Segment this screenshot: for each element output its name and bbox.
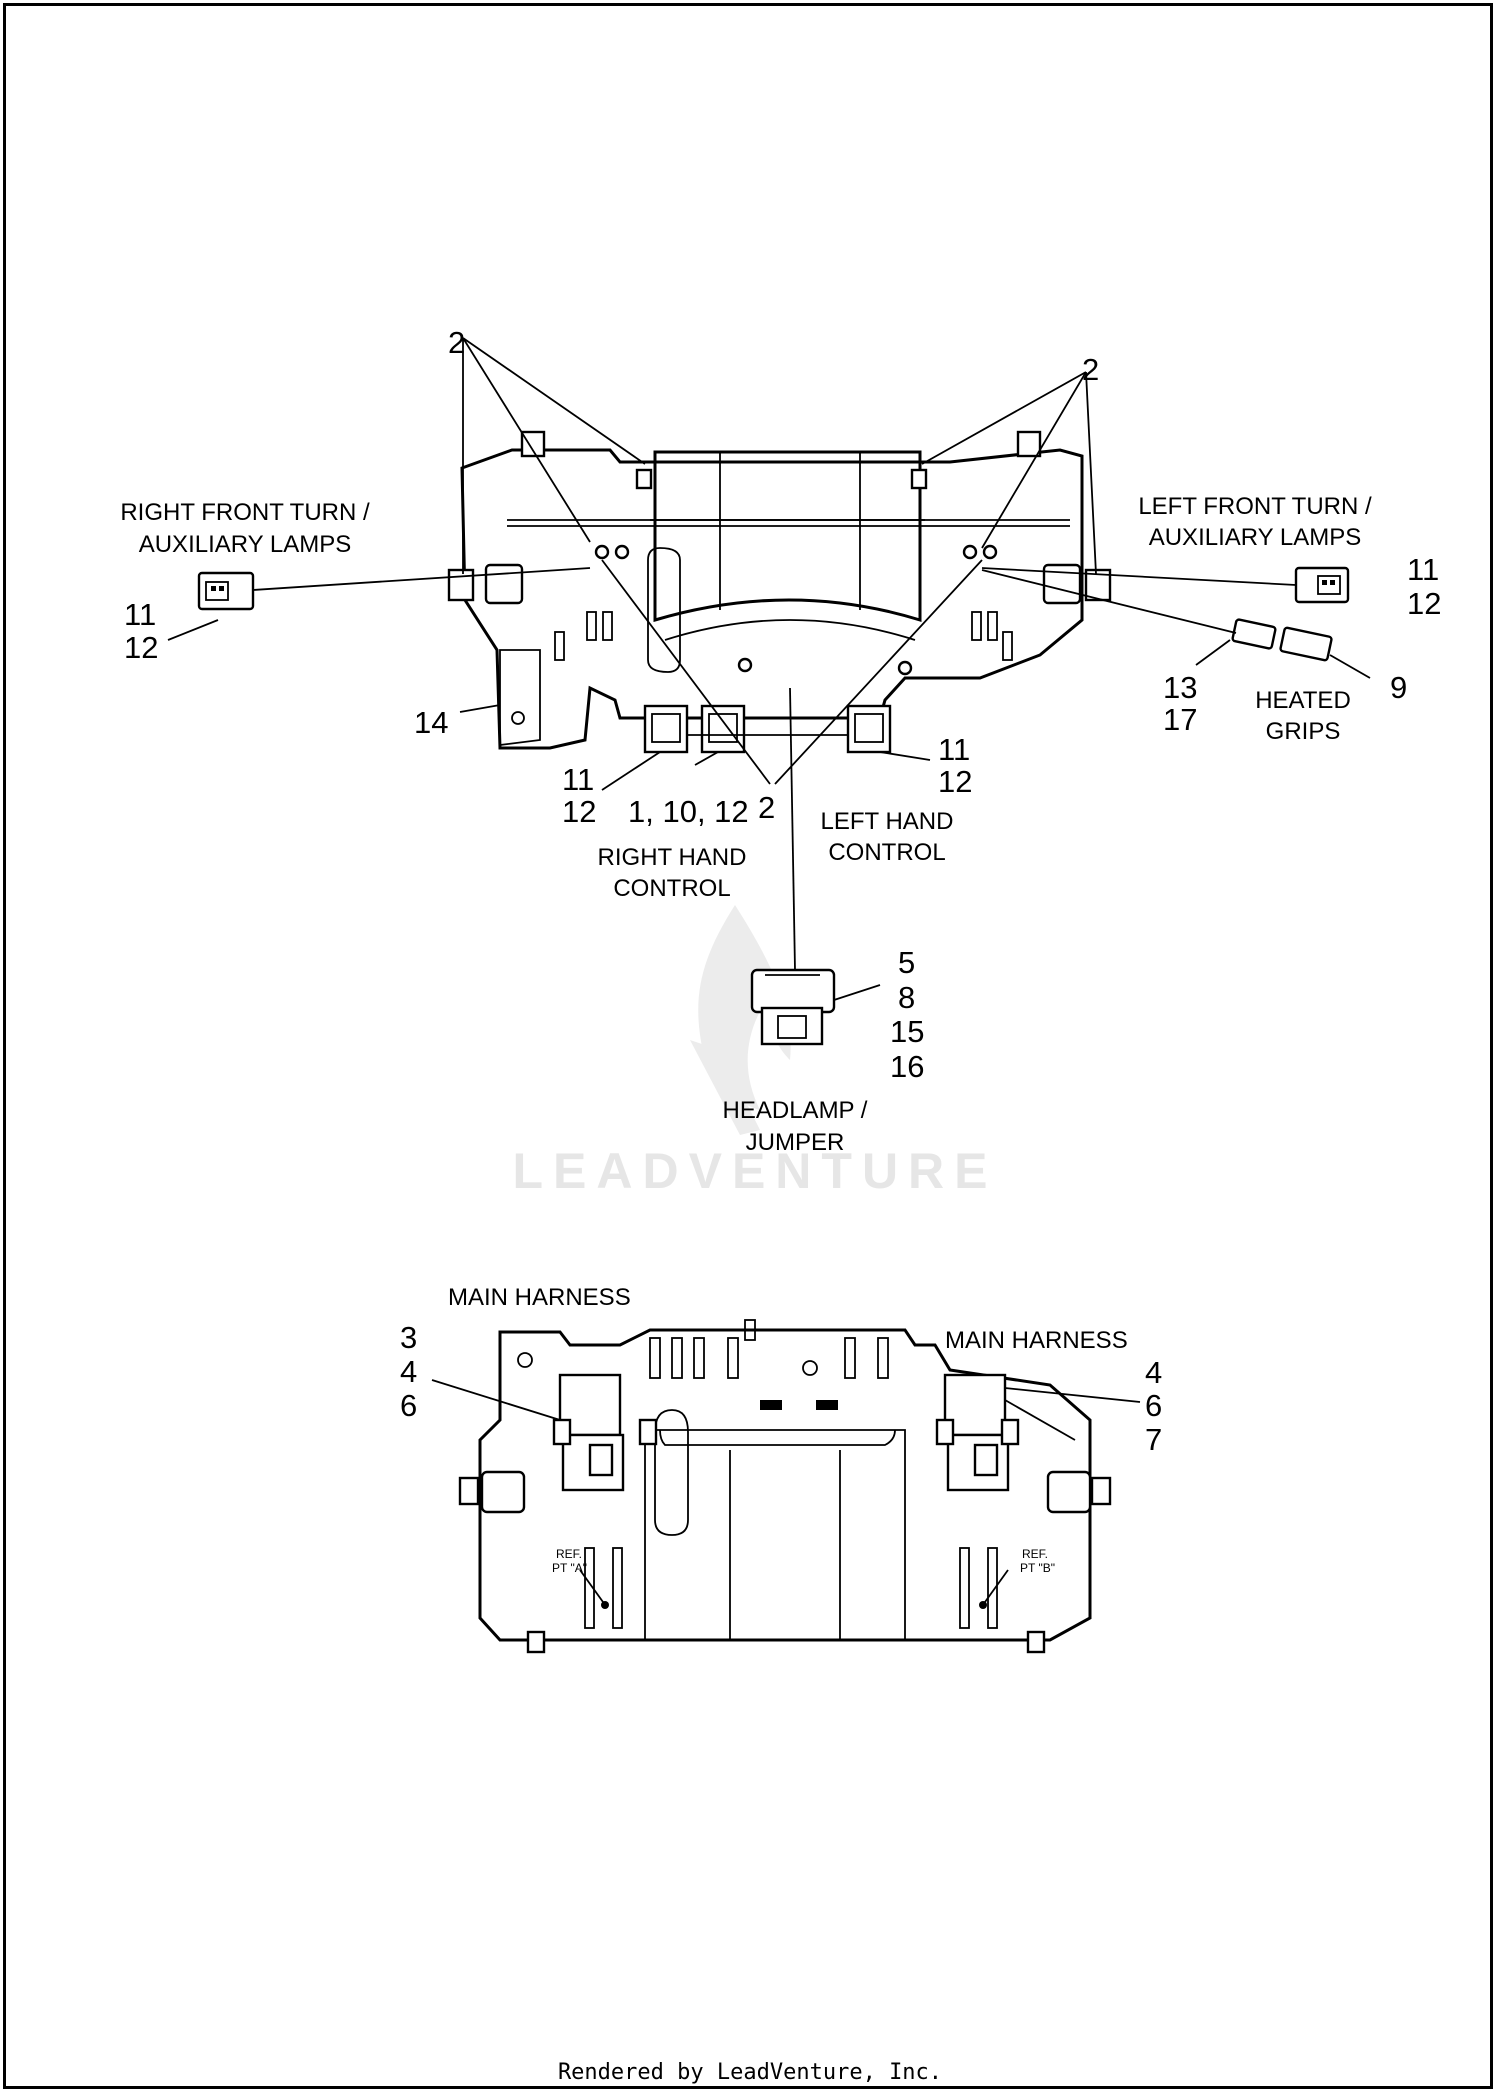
headlamp-jumper-connector	[750, 968, 836, 1046]
right-front-turn-connector	[197, 571, 255, 611]
label-headlamp-2: JUMPER	[746, 1129, 845, 1156]
label-11-right-front: 11	[124, 597, 156, 632]
label-12-left-front: 12	[1407, 586, 1441, 621]
label-heated-1: HEATED	[1255, 687, 1351, 714]
label-2-top-left: 2	[448, 325, 465, 360]
label-1-10-12: 1, 10, 12	[628, 794, 749, 829]
label-13: 13	[1163, 670, 1197, 705]
label-right-front-turn-2: AUXILIARY LAMPS	[139, 531, 352, 558]
heated-grips-connectors	[1231, 618, 1333, 662]
label-12-right-front: 12	[124, 630, 158, 665]
label-11-rhc: 11	[562, 762, 594, 797]
label-2-top-right: 2	[1082, 352, 1099, 387]
label-ref-a-2: PT "A"	[552, 1561, 587, 1575]
label-main-harness-left: MAIN HARNESS	[448, 1284, 631, 1311]
label-heated-2: GRIPS	[1266, 718, 1341, 745]
page-frame	[3, 3, 1493, 2089]
leadventure-watermark: LEADVENTURE	[512, 905, 997, 1199]
label-16: 16	[890, 1049, 924, 1084]
watermark-text: LEADVENTURE	[512, 1143, 997, 1199]
label-14: 14	[414, 705, 448, 740]
label-6-bottom-left: 6	[400, 1388, 417, 1423]
label-8: 8	[898, 980, 915, 1015]
leader-lines-bottom	[431, 1379, 1141, 1603]
label-12-rhc: 12	[562, 794, 596, 829]
part-labels: 2 2 RIGHT FRONT TURN / AUXILIARY LAMPS L…	[120, 325, 1441, 1575]
label-ref-b-2: PT "B"	[1020, 1561, 1055, 1575]
left-front-turn-connector	[1294, 566, 1350, 604]
label-4-bottom-right: 4	[1145, 1355, 1162, 1390]
label-main-harness-right: MAIN HARNESS	[945, 1327, 1128, 1354]
leader-lines-top	[167, 337, 1371, 1001]
label-left-hand-1: LEFT HAND	[821, 808, 954, 835]
label-left-front-turn-2: AUXILIARY LAMPS	[1149, 524, 1362, 551]
label-ref-b-1: REF.	[1022, 1547, 1048, 1561]
label-17: 17	[1163, 702, 1197, 737]
label-12-lhc: 12	[938, 764, 972, 799]
label-9: 9	[1390, 670, 1407, 705]
footer-credit: Rendered by LeadVenture, Inc.	[557, 2060, 943, 2085]
label-2-center: 2	[758, 790, 775, 825]
label-5: 5	[898, 945, 915, 980]
bottom-bracket-assembly	[458, 1319, 1112, 1654]
label-right-hand-2: CONTROL	[613, 875, 730, 902]
label-7: 7	[1145, 1422, 1162, 1457]
label-3-bottom: 3	[400, 1320, 417, 1355]
label-left-front-turn-1: LEFT FRONT TURN /	[1138, 493, 1372, 520]
label-headlamp-1: HEADLAMP /	[723, 1097, 868, 1124]
label-right-hand-1: RIGHT HAND	[598, 844, 747, 871]
top-bracket-assembly	[447, 430, 1112, 754]
label-4-bottom-left: 4	[400, 1354, 417, 1389]
label-6-bottom-right: 6	[1145, 1388, 1162, 1423]
label-11-lhc: 11	[938, 732, 970, 767]
label-right-front-turn-1: RIGHT FRONT TURN /	[120, 499, 370, 526]
label-15: 15	[890, 1014, 924, 1049]
label-left-hand-2: CONTROL	[828, 839, 945, 866]
label-11-left-front: 11	[1407, 552, 1439, 587]
label-ref-a-1: REF.	[556, 1547, 582, 1561]
